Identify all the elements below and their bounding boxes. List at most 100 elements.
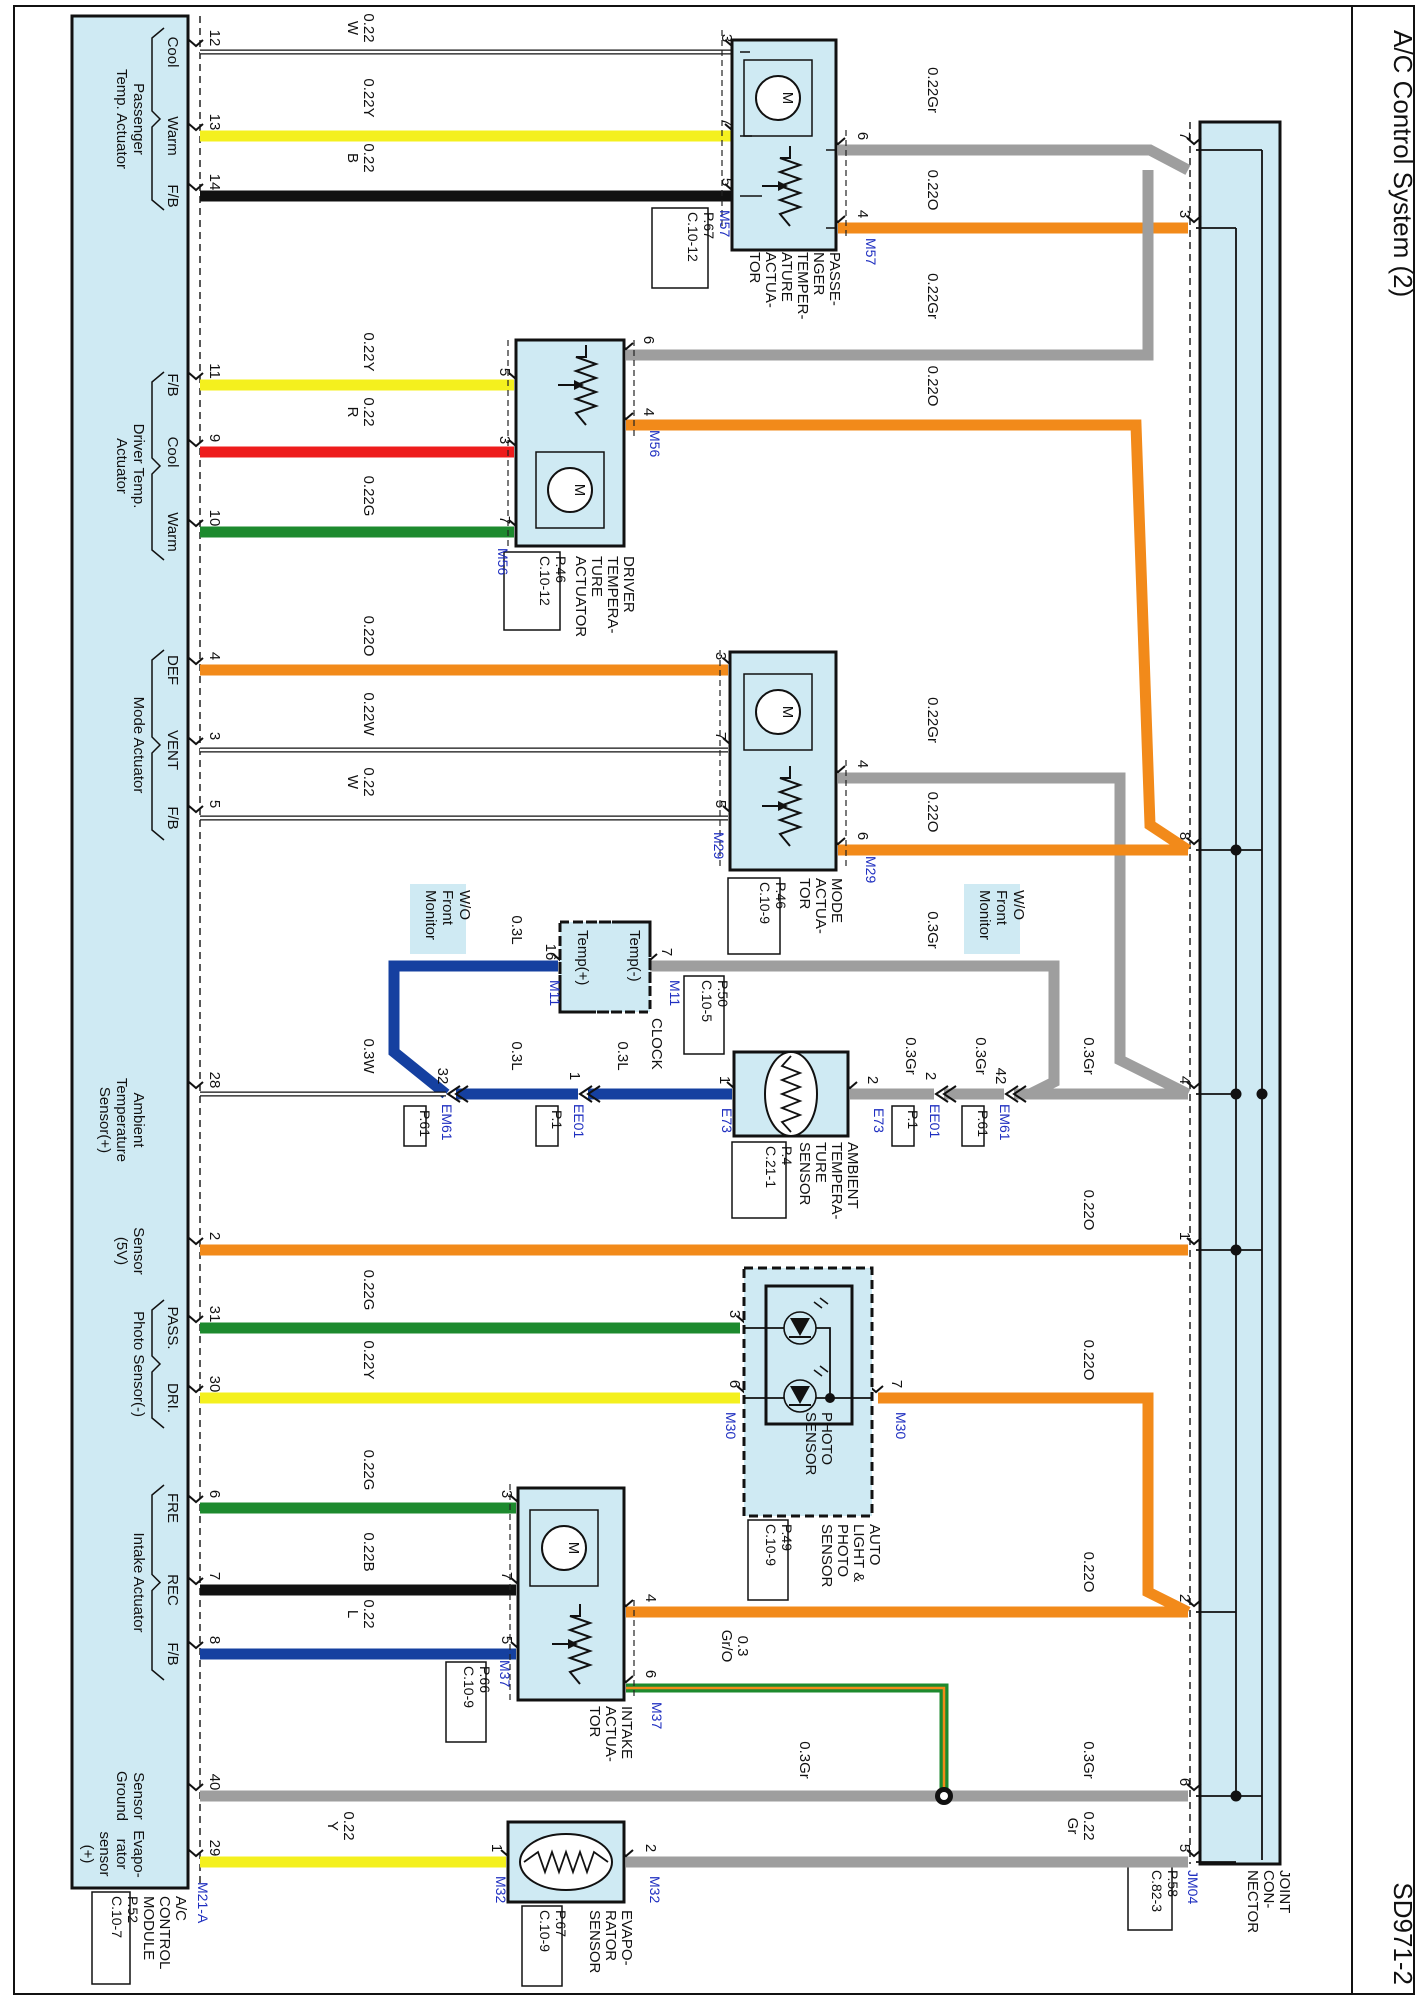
module-terminal-m21_9 [188, 439, 204, 448]
w-m30-7-spec-1: 0.22O [1080, 1340, 1097, 1381]
page-code: SD971-2 [1388, 1882, 1418, 1985]
joint-pin-jm04_6: 6 [1176, 1778, 1193, 1786]
m30-connector-label-l: M30 [723, 1412, 739, 1439]
joint-bus-dot-4 [1230, 1790, 1242, 1802]
m57-connector-label-r: M57 [863, 238, 879, 265]
e73-ref-box [731, 1141, 787, 1219]
m56-pin-6: 6 [640, 336, 657, 344]
m37-ref-box [445, 1661, 487, 1743]
pass-photo-diode-icon-rays [813, 1297, 829, 1309]
intake-motor-icon-frame [529, 1509, 599, 1587]
e73-pin-2: 2 [864, 1076, 881, 1084]
m11-connector-label-l: M11 [547, 980, 563, 1006]
m56-ref-1: P.46 [553, 556, 569, 583]
intake-motor-icon [541, 1525, 587, 1571]
ee01-right-ref: P.1 [905, 1110, 921, 1129]
joint-terminal-jm04_4 [1186, 1081, 1202, 1090]
module-pin-m21_40: 40 [206, 1774, 223, 1791]
ee01-left-ref-box [535, 1105, 559, 1147]
m30-pin-6: 6 [726, 1380, 743, 1388]
module-group-title-4-3: Sensor(+) [96, 1087, 113, 1153]
joint-name-1: JOINT [1276, 1870, 1293, 1913]
module-terminal-m21_7 [188, 1577, 204, 1586]
module-pin-name-7-3: F/B [164, 1642, 181, 1665]
module-pin-m21_28: 28 [206, 1072, 223, 1089]
module-pin-m21_29: 29 [206, 1840, 223, 1857]
control-module-panel [70, 14, 190, 1890]
m56-connector-label-l: M56 [495, 548, 511, 575]
em61-right-mark [1004, 1085, 1027, 1103]
module-group-title-8-1: Sensor [130, 1772, 147, 1820]
m57-pin-5: 5 [718, 178, 735, 186]
em61-left-pin: 32 [434, 1068, 451, 1085]
joint-pin-jm04_7: 7 [1176, 132, 1193, 140]
evaporator-sensor-name-2: RATOR [602, 1910, 619, 1961]
module-pin-name-3-2: VENT [164, 730, 181, 770]
wo-front-monitor-1-1: W/O [456, 890, 473, 920]
photo-sensor-name-a-4: SENSOR [818, 1524, 835, 1588]
m30-pin-3: 3 [726, 1310, 743, 1318]
dri-photo-diode-icon-ring [783, 1379, 817, 1413]
module-pin-m21_12: 12 [206, 30, 223, 47]
module-pin-name-1-2: Warm [164, 116, 181, 155]
m56-connector-label-r: M56 [647, 430, 663, 457]
wo-front-monitor-1-3: Monitor [422, 890, 439, 940]
module-name-2: CONTROL [156, 1896, 173, 1969]
w-m21-12-spec-1: 0.22 [360, 13, 377, 42]
photo-sensor-name-a-3: PHOTO [834, 1524, 851, 1577]
page-frame [13, 5, 1415, 1995]
module-ref-1: P.52 [125, 1896, 141, 1923]
driver-temp-actuator-box [514, 338, 626, 548]
joint-terminal-jm04_6 [1186, 1783, 1202, 1792]
m57-pin-3: 3 [718, 34, 735, 42]
w-ground-jm04-spec-1: 0.3Gr [1080, 1741, 1097, 1779]
m37-connector-label-r: M37 [649, 1702, 665, 1729]
m37-ref-2: C.10-9 [461, 1666, 477, 1708]
w-m29-4-spec-1: 0.22Gr [924, 697, 941, 743]
module-pin-m21_6: 6 [206, 1490, 223, 1498]
module-pin-name-3-3: F/B [164, 806, 181, 829]
module-connector-label: M21-A [195, 1882, 211, 1924]
module-terminal-m21_40 [188, 1783, 204, 1792]
w-m21-8-spec-1: 0.22 [360, 1599, 377, 1628]
module-name-1: A/C [172, 1896, 189, 1921]
wo-front-monitor-2-1: W/O [1010, 890, 1027, 920]
module-group-bracket-3 [151, 649, 165, 841]
mode-actuator-name-3: TOR [796, 878, 813, 910]
passenger-motor-icon-letter: M [779, 92, 796, 105]
module-group-title-7-1: Intake Actuator [130, 1532, 147, 1632]
passenger-temp-actuator-box [730, 38, 838, 252]
w-m21-12-spec-2: W [344, 21, 361, 36]
module-terminal-m21_14 [188, 183, 204, 192]
m56-ref-2: C.10-12 [537, 556, 553, 606]
joint-pin-jm04_1: 1 [1176, 1232, 1193, 1240]
em61-right-label: EM61 [997, 1104, 1013, 1141]
m29-pin-4: 4 [854, 760, 871, 768]
joint-name-3: NECTOR [1244, 1870, 1261, 1933]
m11-pin-16: 16 [542, 944, 559, 961]
m32-ref-2: C.10-9 [537, 1910, 553, 1952]
module-pin-m21_13: 13 [206, 114, 223, 131]
module-pin-name-1-1: Cool [164, 37, 181, 68]
m57-pin-6: 6 [854, 132, 871, 140]
m29-pin-5: 5 [712, 800, 729, 808]
w-m21-29-spec-2: Y [324, 1821, 341, 1831]
ee01-left-ref: P.1 [549, 1110, 565, 1129]
module-terminal-m21_2 [188, 1237, 204, 1246]
m37-pin-4: 4 [642, 1594, 659, 1602]
passenger-actuator-leads [740, 51, 836, 229]
module-terminal-m21_10 [188, 519, 204, 528]
m11-connector-label-r: M11 [667, 980, 683, 1006]
w-em61-ee01-spec-1: 0.3L [508, 1041, 525, 1070]
m32-ref-box [521, 1905, 563, 1987]
e73-pin-1: 1 [716, 1076, 733, 1084]
module-pin-name-7-1: FRE [164, 1493, 181, 1523]
module-pin-name-1-3: F/B [164, 184, 181, 207]
passenger-actuator-name-3: TEMPER- [794, 252, 811, 320]
m56-pin-3: 3 [496, 436, 513, 444]
driver-actuator-name-1: DRIVER [620, 556, 637, 613]
module-pin-name-2-1: F/B [164, 373, 181, 396]
intake-feedback-pot-icon-wiper-arrow [568, 1639, 578, 1649]
passenger-actuator-name-4: ATURE [778, 252, 795, 302]
